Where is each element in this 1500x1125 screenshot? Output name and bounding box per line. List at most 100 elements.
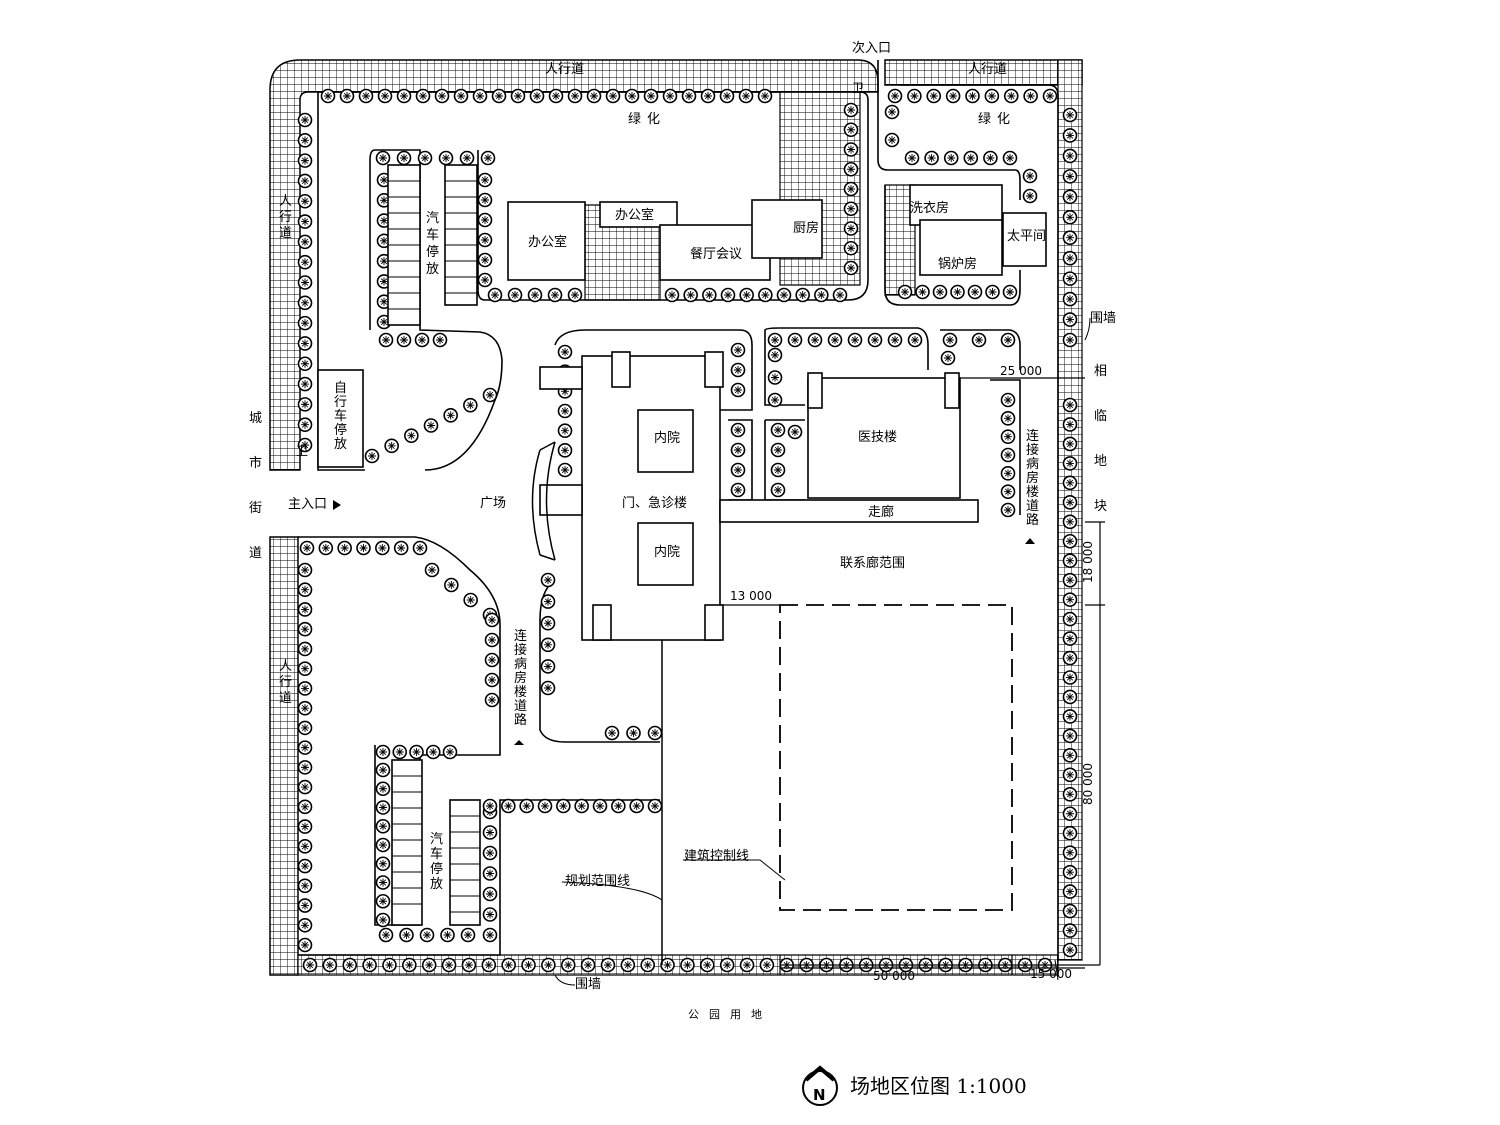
tree-icon xyxy=(297,417,313,432)
label-corridor-range: 联系廊范围 xyxy=(840,555,905,571)
morgue-building xyxy=(1002,212,1047,267)
tree-icon xyxy=(924,150,939,166)
tree-icon xyxy=(967,284,983,300)
tree-icon xyxy=(415,88,431,104)
tree-icon xyxy=(1062,709,1078,724)
tree-icon xyxy=(322,957,338,973)
tree-icon xyxy=(440,927,455,943)
tree-icon xyxy=(409,744,424,760)
medical-tech-building xyxy=(807,377,961,499)
tree-icon xyxy=(702,287,717,303)
tree-icon xyxy=(297,839,313,854)
tree-icon xyxy=(297,356,313,372)
tree-icon xyxy=(730,382,746,398)
tree-icon xyxy=(574,798,589,814)
tree-icon xyxy=(580,957,596,973)
tree-icon xyxy=(547,287,563,303)
tree-icon xyxy=(1062,670,1078,685)
label-planning-boundary: 规划范围线 xyxy=(565,874,630,889)
tree-icon xyxy=(1062,786,1078,802)
outpatient-tab-4 xyxy=(704,604,724,641)
tree-icon xyxy=(843,240,859,256)
label-kitchen: 厨房 xyxy=(793,220,819,236)
tree-icon xyxy=(482,886,498,902)
tree-icon xyxy=(1000,466,1016,481)
tree-icon xyxy=(484,632,500,648)
label-parking-upper: 汽车停放 xyxy=(426,211,439,277)
tree-icon xyxy=(983,150,998,166)
tree-icon xyxy=(414,332,430,348)
tree-icon xyxy=(683,287,698,303)
tree-icon xyxy=(375,800,391,815)
medtech-tab-2 xyxy=(944,372,960,409)
tree-icon xyxy=(484,652,500,668)
tree-icon xyxy=(738,88,754,104)
tree-icon xyxy=(540,659,556,674)
tree-icon xyxy=(1062,209,1078,225)
label-corridor: 走廊 xyxy=(868,504,894,520)
tree-icon xyxy=(297,582,313,598)
tree-icon xyxy=(297,254,313,270)
tree-icon xyxy=(942,332,958,348)
tree-icon xyxy=(297,602,313,617)
tree-icon xyxy=(605,88,621,104)
tree-icon xyxy=(1023,88,1038,104)
tree-icon xyxy=(640,957,656,973)
tree-icon xyxy=(297,661,313,676)
tree-icon xyxy=(382,957,397,973)
tree-icon xyxy=(364,448,380,464)
tree-icon xyxy=(297,720,313,736)
tree-icon xyxy=(507,287,523,303)
tree-icon xyxy=(770,482,786,498)
tree-icon xyxy=(1062,864,1078,880)
tree-icon xyxy=(537,798,553,814)
label-plaza: 广场 xyxy=(480,496,506,511)
bike-parking-building xyxy=(317,369,364,468)
tree-icon xyxy=(600,957,616,973)
tree-icon xyxy=(337,540,352,556)
tree-icon xyxy=(662,88,678,104)
tree-icon xyxy=(540,572,556,588)
tree-icon xyxy=(843,221,859,236)
tree-icon xyxy=(396,150,412,166)
tree-icon xyxy=(730,442,746,458)
tree-icon xyxy=(540,637,556,653)
tree-icon xyxy=(461,957,477,973)
tree-icon xyxy=(297,819,313,834)
tree-icon xyxy=(884,132,900,148)
buildings xyxy=(317,164,1047,926)
tree-icon xyxy=(887,332,903,348)
tree-icon xyxy=(567,88,583,104)
tree-icon xyxy=(399,927,414,943)
tree-icon xyxy=(940,350,956,366)
tree-icon xyxy=(1062,332,1078,348)
tree-icon xyxy=(1062,748,1078,763)
tree-icon xyxy=(297,799,313,815)
tree-icon xyxy=(297,779,313,795)
tree-icon xyxy=(463,397,478,413)
tree-icon xyxy=(767,392,783,408)
tree-icon xyxy=(767,332,783,348)
tree-icon xyxy=(795,287,810,303)
label-dim-80000: 80 000 xyxy=(1081,763,1095,805)
tree-icon xyxy=(297,133,313,148)
tree-icon xyxy=(540,680,556,696)
tree-icon xyxy=(1000,447,1016,463)
tree-icon xyxy=(375,744,391,760)
sidewalk-top-left xyxy=(269,59,879,471)
tree-icon xyxy=(843,142,859,157)
office-building-1 xyxy=(507,201,586,281)
label-dining-meeting: 餐厅会议 xyxy=(690,246,742,262)
tree-icon xyxy=(557,462,573,478)
tree-icon xyxy=(719,957,735,973)
tree-icon xyxy=(720,287,736,303)
tree-icon xyxy=(342,957,358,973)
label-sidewalk-left-lower: 人行道 xyxy=(279,659,292,706)
tree-icon xyxy=(592,798,608,814)
tree-icon xyxy=(660,957,675,973)
tree-icon xyxy=(843,260,859,276)
tree-icon xyxy=(1062,845,1078,860)
outpatient-tab-2 xyxy=(704,351,724,388)
tree-icon xyxy=(739,287,754,303)
tree-icon xyxy=(477,172,493,188)
